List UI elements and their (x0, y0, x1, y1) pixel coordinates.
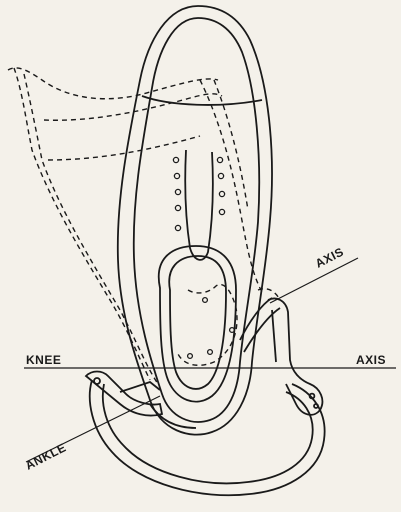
rotation-axis-line (270, 258, 358, 303)
shoe-sole-outline (118, 6, 272, 435)
brace-stirrup (86, 298, 325, 495)
knee-label: KNEE (26, 353, 61, 367)
ankle-label: ANKLE (23, 440, 68, 472)
axis-right-label: AXIS (356, 353, 386, 367)
dashed-leg-outline (8, 68, 280, 384)
axis-lines (24, 258, 396, 462)
